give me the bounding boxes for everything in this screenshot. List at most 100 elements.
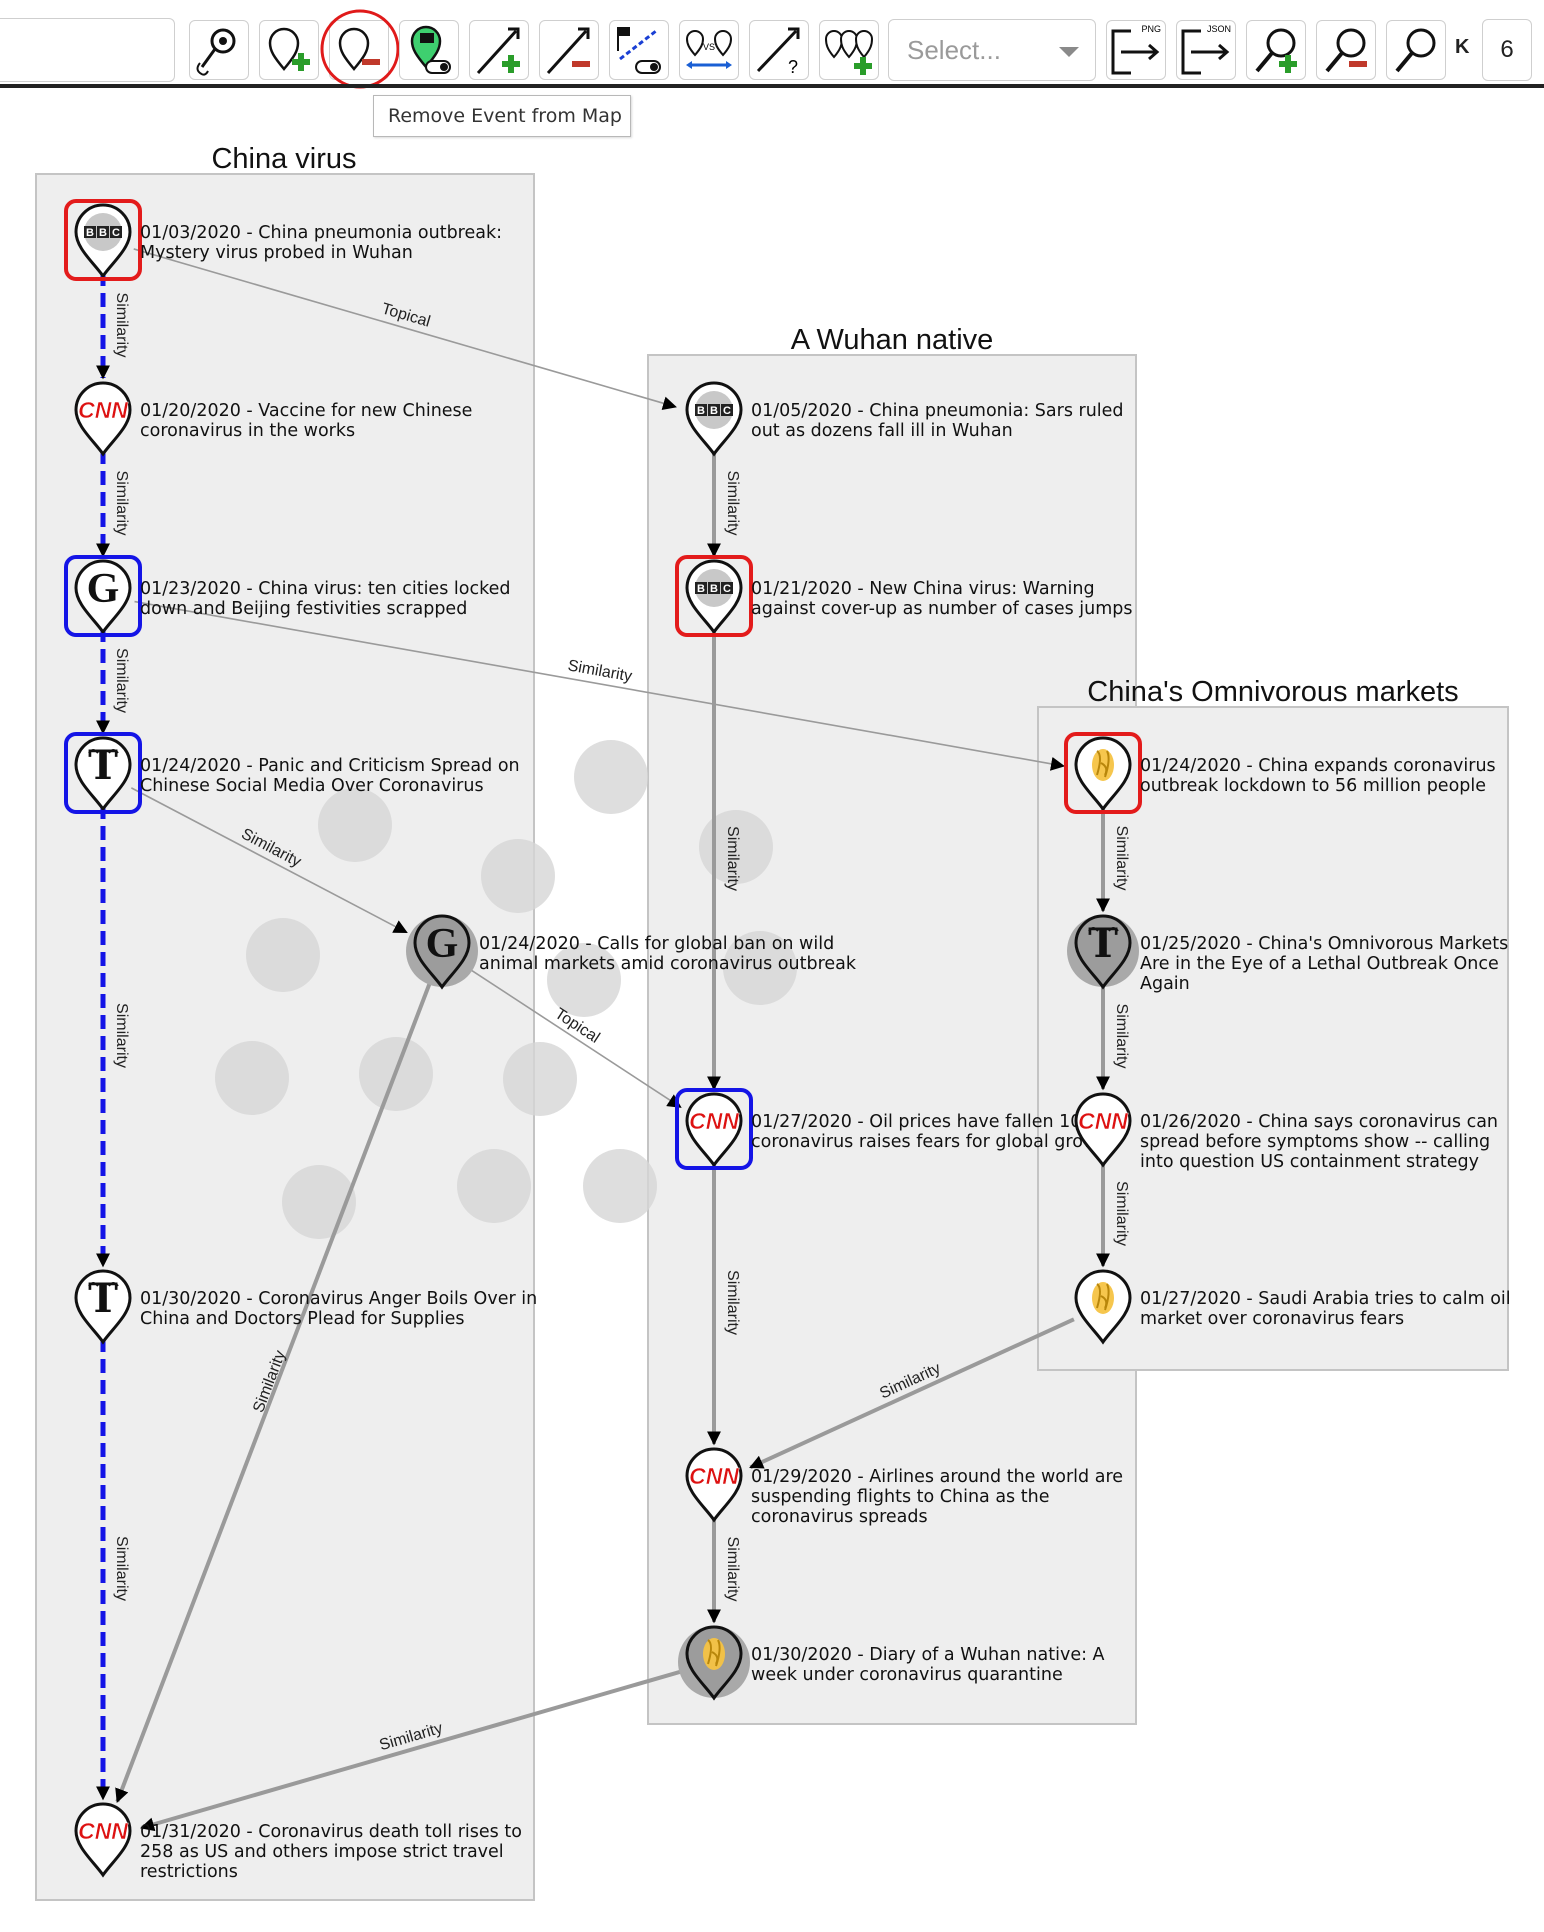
path-toggle-button[interactable] [609, 20, 669, 80]
add-event-icon [268, 27, 310, 71]
event-node[interactable]: 01/27/2020 - Saudi Arabia tries to calm … [1074, 1269, 1511, 1345]
metro-line-box [35, 173, 535, 1901]
metro-line-box [1037, 706, 1509, 1371]
svg-text:G: G [87, 566, 120, 612]
edge-e15-e16[interactable]: Similarity [1096, 1161, 1130, 1268]
add-cluster-button[interactable] [819, 20, 879, 80]
cluster-placeholder-circle [215, 1041, 289, 1115]
selection-highlight-box [64, 732, 142, 814]
event-title: Chinese Social Media Over Coronavirus [140, 776, 484, 796]
export-json-button[interactable]: JSON [1176, 20, 1236, 80]
cluster-placeholder-circle [318, 788, 392, 862]
event-title: 01/24/2020 - China expands coronavirus [1140, 756, 1496, 776]
event-title: China and Doctors Plead for Supplies [140, 1309, 465, 1329]
zoom-out-button[interactable] [1316, 20, 1376, 80]
svg-text:B: B [697, 583, 705, 595]
select-placeholder: Select... [907, 35, 1001, 65]
edge-e4-e5[interactable]: Similarity [96, 805, 130, 1268]
event-title: spread before symptoms show -- calling [1140, 1132, 1490, 1152]
cnn-logo-icon: CNN [74, 1802, 132, 1878]
flag-toggle-button[interactable] [399, 20, 459, 80]
metro-line-title: A Wuhan native [791, 324, 994, 356]
svg-text:C: C [112, 227, 120, 239]
export-format-label: PNG [1141, 24, 1161, 34]
remove-connection-icon [546, 27, 590, 75]
edge-label: Similarity [113, 648, 130, 713]
event-title: 01/23/2020 - China virus: ten cities loc… [140, 579, 510, 599]
edge-e10-e11[interactable]: Similarity [707, 1161, 741, 1446]
cluster-placeholder-circle [246, 918, 320, 992]
export-json-icon: JSON [1181, 24, 1231, 75]
add-connection-button[interactable] [469, 20, 529, 80]
event-node[interactable]: G 01/23/2020 - China virus: ten cities lo… [64, 555, 510, 637]
zoom-in-icon [1255, 28, 1297, 73]
zoom-reset-button[interactable] [1386, 20, 1446, 80]
map-pin-search-button[interactable] [189, 20, 249, 80]
add-event-button[interactable] [259, 20, 319, 80]
event-title: into question US containment strategy [1140, 1152, 1479, 1172]
event-title: week under coronavirus quarantine [751, 1665, 1063, 1685]
selection-highlight-box [64, 199, 142, 281]
line-select-dropdown[interactable]: Select... [888, 19, 1096, 81]
guardian-logo-icon: G [74, 559, 132, 635]
event-node[interactable]: 01/30/2020 - Diary of a Wuhan native: Aw… [678, 1625, 1105, 1701]
event-title: animal markets amid coronavirus outbreak [479, 954, 857, 974]
remove-connection-button[interactable] [539, 20, 599, 80]
edge-e2-e3[interactable]: Similarity [96, 450, 130, 558]
add-connection-icon [476, 27, 520, 75]
event-title: 01/30/2020 - Diary of a Wuhan native: A [751, 1645, 1105, 1665]
svg-text:G: G [426, 921, 459, 967]
event-node[interactable]: 01/24/2020 - China expands coronavirusou… [1064, 732, 1496, 814]
svg-text:B: B [710, 405, 718, 417]
edge-e11-e12[interactable]: Similarity [707, 1516, 741, 1624]
edge-e13-e14[interactable]: Similarity [1096, 805, 1130, 913]
cluster-placeholder-circle [547, 943, 621, 1017]
cluster-placeholder-circle [457, 1149, 531, 1223]
edge-e9-e10[interactable]: Similarity [707, 628, 741, 1091]
search-input[interactable] [0, 18, 175, 82]
cluster-placeholder-circle [574, 740, 648, 814]
selection-highlight-box [675, 1088, 753, 1170]
edge-e5-e6[interactable]: Similarity [96, 1338, 130, 1801]
nytimes-logo-icon: T [74, 736, 132, 812]
explain-connection-button[interactable]: ? [749, 20, 809, 80]
edge-e8-e9[interactable]: Similarity [707, 450, 741, 558]
edge-e3-e4[interactable]: Similarity [96, 628, 130, 735]
svg-text:B: B [99, 227, 107, 239]
tooltip: Remove Event from Map [373, 95, 631, 137]
event-title: 01/20/2020 - Vaccine for new Chinese [140, 401, 472, 421]
flag-toggle-icon [410, 25, 451, 74]
edge-e14-e15[interactable]: Similarity [1096, 983, 1130, 1091]
event-title: coronavirus raises fears for global grow… [751, 1132, 1115, 1152]
edge-label: Similarity [113, 293, 130, 358]
compare-vs-button[interactable]: VS [679, 20, 739, 80]
selection-highlight-box [64, 555, 142, 637]
export-png-icon: PNG [1111, 24, 1161, 75]
edge-e1-e2[interactable]: Similarity [96, 272, 130, 380]
add-cluster-icon [824, 30, 874, 75]
export-png-button[interactable]: PNG [1106, 20, 1166, 80]
remove-event-button[interactable] [320, 9, 400, 89]
edge-label: Similarity [113, 471, 130, 536]
svg-text:C: C [723, 405, 731, 417]
svg-text:?: ? [788, 57, 798, 77]
k-value-input[interactable]: 6 [1482, 19, 1532, 81]
zoom-in-button[interactable] [1246, 20, 1306, 80]
edge-label: Similarity [724, 1537, 741, 1602]
edge-label: Similarity [113, 1536, 130, 1601]
svg-text:VS: VS [703, 42, 715, 52]
